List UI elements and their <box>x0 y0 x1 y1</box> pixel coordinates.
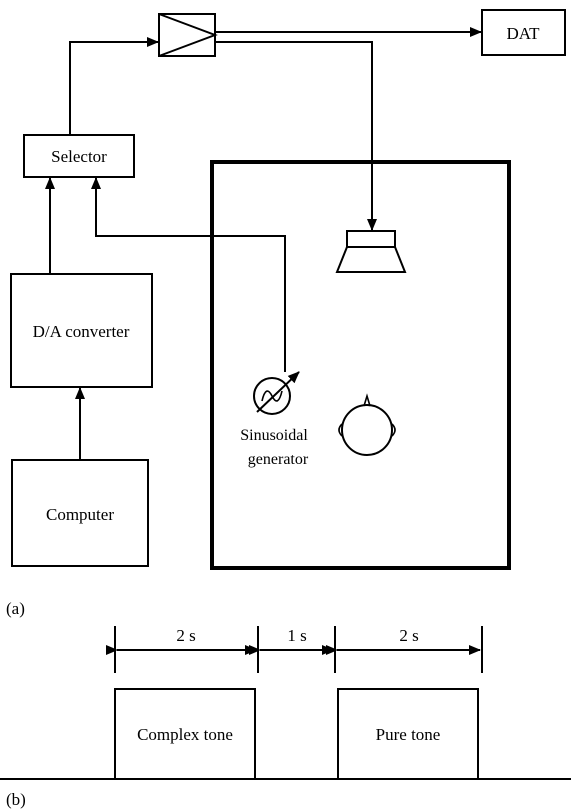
amplifier-block <box>158 13 218 57</box>
duration-label-pure: 2 s <box>399 626 418 645</box>
sinusoidal-generator-icon <box>253 371 300 415</box>
amplifier-triangle-icon <box>158 13 218 57</box>
panel-a-label: (a) <box>6 599 25 618</box>
generator-label-line2: generator <box>248 451 309 468</box>
panel-b: 2 s 1 s 2 s Complex tone Pure tone (b) <box>0 626 571 809</box>
listener-head-icon <box>338 393 396 456</box>
complex-tone-pulse: Complex tone <box>114 688 256 779</box>
da-converter-block: D/A converter <box>10 273 153 388</box>
generator-label-line1: Sinusoidal <box>240 427 308 444</box>
duration-label-gap: 1 s <box>287 626 306 645</box>
complex-tone-label: Complex tone <box>137 725 233 744</box>
panel-a: DAT Selector D/A converter Computer <box>6 9 566 618</box>
listening-booth <box>210 160 511 570</box>
selector-label: Selector <box>51 147 107 166</box>
amplifier-to-speaker-arrow <box>215 41 377 231</box>
panel-b-label: (b) <box>6 790 26 809</box>
pure-tone-label: Pure tone <box>376 725 441 744</box>
computer-label: Computer <box>46 505 114 524</box>
selector-to-amplifier-arrow <box>69 37 159 135</box>
dat-block: DAT <box>481 9 566 56</box>
computer-block: Computer <box>11 459 149 567</box>
loudspeaker-icon <box>335 230 407 273</box>
dat-label: DAT <box>506 24 540 43</box>
generator-to-selector-arrow <box>91 177 286 372</box>
da-converter-label: D/A converter <box>33 322 130 341</box>
pure-tone-pulse: Pure tone <box>337 688 479 779</box>
selector-block: Selector <box>23 134 135 178</box>
duration-label-complex: 2 s <box>176 626 195 645</box>
